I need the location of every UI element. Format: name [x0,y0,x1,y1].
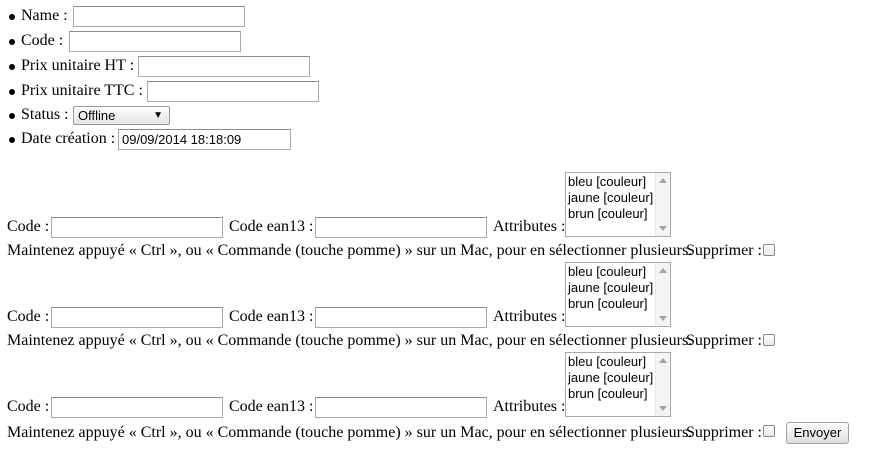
variant-attributes-label: Attributes : [493,218,566,235]
attribute-option[interactable]: bleu [couleur] [568,354,647,369]
code-input[interactable] [69,31,241,52]
delete-checkbox[interactable] [763,425,775,437]
scroll-up-icon[interactable] [659,178,667,183]
status-label: Status : [21,106,69,123]
date-creation-input[interactable] [118,129,291,150]
prix-ht-input[interactable] [138,56,310,77]
variant-ean13-input[interactable] [315,217,487,238]
multi-select-help-text: Maintenez appuyé « Ctrl », ou « Commande… [7,424,693,441]
prix-ttc-input[interactable] [147,81,319,102]
attribute-option[interactable]: bleu [couleur] [568,264,647,279]
name-input[interactable] [73,6,245,27]
date-creation-label: Date création : [21,130,116,147]
attribute-option[interactable]: jaune [couleur] [568,370,654,385]
variant-ean13-input[interactable] [315,397,487,418]
list-bullet [9,137,15,143]
multi-select-help-text: Maintenez appuyé « Ctrl », ou « Commande… [7,332,693,349]
listbox-scrollbar[interactable] [655,263,670,326]
list-bullet [9,113,15,119]
variant-code-input[interactable] [51,397,223,418]
list-bullet [9,64,15,70]
status-select[interactable]: Offline ▼ [73,106,170,125]
prix-ttc-label: Prix unitaire TTC : [21,82,143,99]
scroll-up-icon[interactable] [659,358,667,363]
variant-code-label: Code : [7,308,50,325]
scroll-down-icon[interactable] [659,316,667,321]
delete-label: Supprimer : [686,242,762,259]
prix-ht-label: Prix unitaire HT : [21,57,135,74]
variant-attributes-label: Attributes : [493,308,566,325]
listbox-scrollbar[interactable] [655,353,670,416]
variant-attributes-listbox[interactable]: bleu [couleur] jaune [couleur] brun [cou… [565,262,671,327]
name-label: Name : [21,7,68,24]
multi-select-help-text: Maintenez appuyé « Ctrl », ou « Commande… [7,242,693,259]
variant-attributes-label: Attributes : [493,398,566,415]
variant-code-input[interactable] [51,217,223,238]
variant-code-label: Code : [7,218,50,235]
delete-label: Supprimer : [686,424,762,441]
status-selected-value: Offline [78,108,116,123]
delete-label: Supprimer : [686,332,762,349]
attribute-option[interactable]: brun [couleur] [568,206,648,221]
list-bullet [9,89,15,95]
scroll-down-icon[interactable] [659,226,667,231]
list-bullet [9,39,15,45]
submit-button[interactable]: Envoyer [786,422,849,444]
variant-code-input[interactable] [51,307,223,328]
scroll-down-icon[interactable] [659,406,667,411]
scroll-up-icon[interactable] [659,268,667,273]
variant-ean13-input[interactable] [315,307,487,328]
attribute-option[interactable]: jaune [couleur] [568,280,654,295]
variant-attributes-listbox[interactable]: bleu [couleur] jaune [couleur] brun [cou… [565,172,671,237]
variant-ean13-label: Code ean13 : [229,398,314,415]
attribute-option[interactable]: brun [couleur] [568,386,648,401]
listbox-scrollbar[interactable] [655,173,670,236]
attribute-option[interactable]: jaune [couleur] [568,190,654,205]
variant-ean13-label: Code ean13 : [229,218,314,235]
variant-ean13-label: Code ean13 : [229,308,314,325]
delete-checkbox[interactable] [763,334,775,346]
attribute-option[interactable]: bleu [couleur] [568,174,647,189]
variant-code-label: Code : [7,398,50,415]
variant-attributes-listbox[interactable]: bleu [couleur] jaune [couleur] brun [cou… [565,352,671,417]
delete-checkbox[interactable] [763,244,775,256]
list-bullet [9,14,15,20]
dropdown-arrow-icon: ▼ [153,110,163,121]
attribute-option[interactable]: brun [couleur] [568,296,648,311]
code-label: Code : [21,32,64,49]
